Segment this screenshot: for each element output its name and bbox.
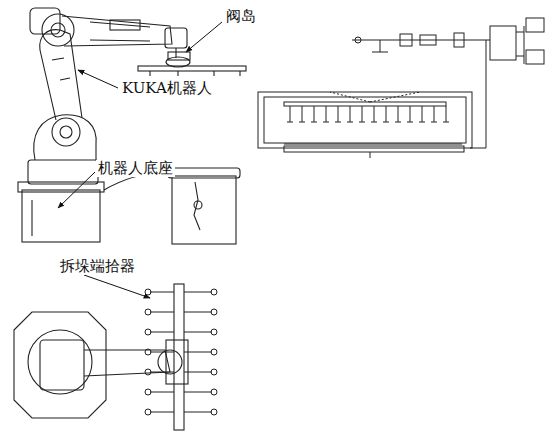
- stroke: [374, 106, 375, 122]
- stroke: [184, 292, 212, 293]
- stroke: [184, 332, 212, 333]
- stroke: [150, 412, 174, 413]
- part-label: 拆垛端拾器: [58, 258, 137, 275]
- stroke: [362, 106, 363, 122]
- stroke: [338, 106, 339, 122]
- stroke: [302, 106, 303, 122]
- stroke: [422, 106, 423, 122]
- stroke: [150, 372, 174, 373]
- suction-cup: [211, 349, 217, 355]
- stroke: [359, 122, 365, 123]
- suction-cup: [211, 369, 217, 375]
- stroke: [326, 106, 327, 122]
- suction-cup: [145, 349, 151, 355]
- stroke: [314, 106, 315, 122]
- stroke: [419, 122, 425, 123]
- suction-cup: [211, 409, 217, 415]
- stroke: [184, 372, 212, 373]
- stroke: [299, 122, 305, 123]
- stroke: [350, 106, 351, 122]
- stroke: [311, 122, 317, 123]
- stroke: [150, 392, 174, 393]
- stroke: [347, 122, 353, 123]
- stroke: [407, 122, 413, 123]
- stroke: [443, 122, 449, 123]
- suction-cup: [145, 369, 151, 375]
- stroke: [184, 392, 212, 393]
- stroke: [150, 312, 174, 313]
- part-label: 机器人底座: [96, 160, 175, 177]
- stroke: [398, 106, 399, 122]
- suction-cup: [145, 309, 151, 315]
- suction-cup: [211, 389, 217, 395]
- stroke: [446, 106, 447, 122]
- stroke: [184, 352, 212, 353]
- stroke: [150, 292, 174, 293]
- stroke: [287, 122, 293, 123]
- stroke: [410, 106, 411, 122]
- stroke: [431, 122, 437, 123]
- suction-cup: [145, 329, 151, 335]
- suction-cup: [211, 309, 217, 315]
- suction-cup: [211, 329, 217, 335]
- stroke: [290, 106, 291, 122]
- stroke: [371, 122, 377, 123]
- suction-cup: [211, 289, 217, 295]
- stroke: [150, 352, 174, 353]
- suction-cup: [145, 289, 151, 295]
- suction-cup: [145, 389, 151, 395]
- part-label: 阀岛: [224, 8, 258, 25]
- stroke: [184, 412, 212, 413]
- stroke: [395, 122, 401, 123]
- stroke: [434, 106, 435, 122]
- stroke: [184, 312, 212, 313]
- stroke: [150, 332, 174, 333]
- suction-cup: [145, 409, 151, 415]
- part-label: KUKA机器人: [120, 80, 214, 97]
- stroke: [383, 122, 389, 123]
- stroke: [386, 106, 387, 122]
- stroke: [335, 122, 341, 123]
- stroke: [323, 122, 329, 123]
